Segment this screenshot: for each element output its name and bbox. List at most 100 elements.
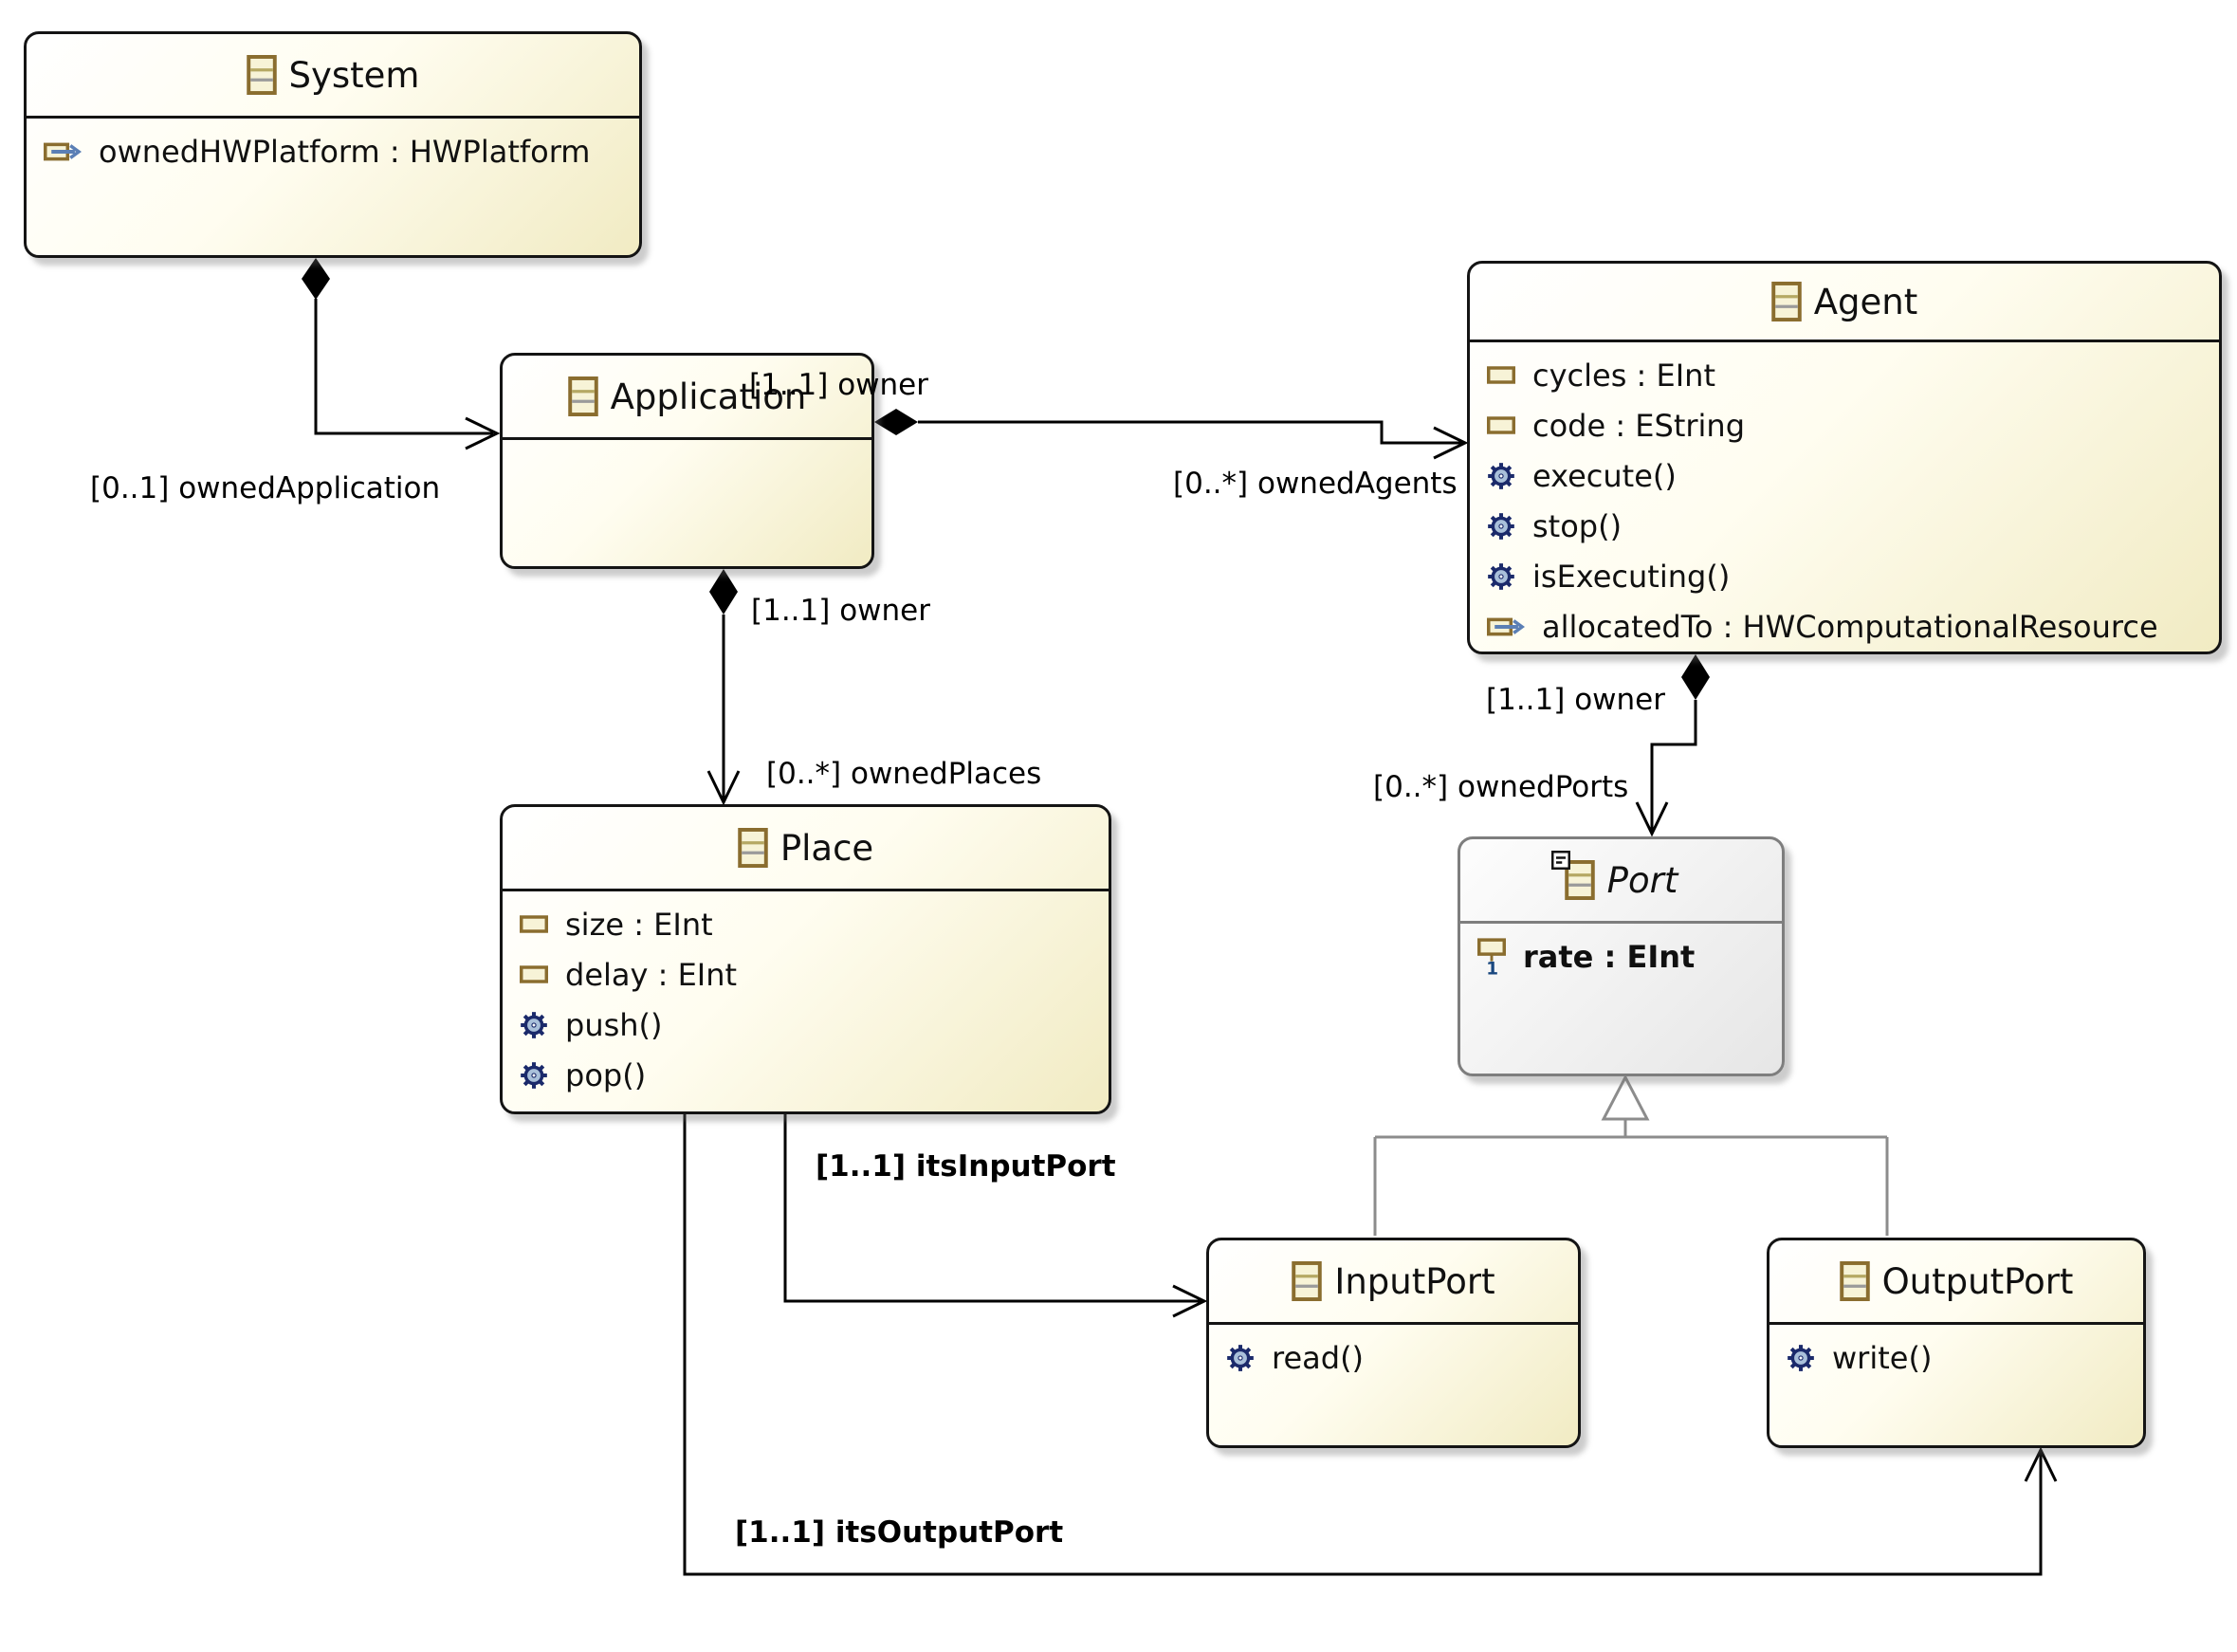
hollow-triangle-arrow [1601,1074,1650,1121]
edge-itsInputPort[interactable] [783,1114,1208,1318]
member-label: rate : EInt [1523,938,1696,975]
member-row[interactable]: delay : EInt [503,949,1109,1000]
edge-label-ownedPlaces[interactable]: [0..*] ownedPlaces [766,757,1042,791]
class-inputport-header: InputPort [1209,1240,1578,1325]
open-arrowhead [1635,801,1669,837]
class-icon [1292,1261,1323,1301]
member-row[interactable]: write() [1769,1332,2143,1383]
member-label: read() [1272,1339,1365,1376]
member-row[interactable]: allocatedTo : HWComputationalResource [1470,601,2219,652]
member-label: allocatedTo : HWComputationalResource [1542,608,2158,645]
member-label: size : EInt [565,906,713,943]
member-label: cycles : EInt [1532,357,1715,394]
member-row[interactable]: size : EInt [503,899,1109,949]
composition-diamond [302,258,330,300]
composition-diamond [709,569,738,615]
edge-ownedPlaces[interactable] [706,569,741,806]
member-label: write() [1832,1339,1933,1376]
class-title: InputPort [1334,1260,1495,1302]
class-title: Port [1606,859,1678,901]
edge-label-ownedPorts[interactable]: [0..*] ownedPorts [1373,770,1629,804]
member-label: delay : EInt [565,956,738,993]
edge-label-ownedApplication[interactable]: [0..1] ownedApplication [90,471,441,505]
class-outputport[interactable]: OutputPort write() [1767,1238,2146,1448]
open-arrowhead [1433,426,1469,460]
class-icon [1839,1261,1870,1301]
svg-text:1: 1 [1486,959,1498,976]
class-title: Place [779,827,874,869]
attribute-icon [1487,366,1515,384]
class-outputport-header: OutputPort [1769,1240,2143,1325]
class-application[interactable]: Application [500,353,874,569]
class-place-header: Place [503,807,1109,891]
class-application-header: Application [503,356,871,440]
abstract-class-icon [1550,851,1595,900]
attribute-icon [1487,416,1515,434]
operation-gear-icon [1226,1344,1255,1372]
edge-label-owner-app-agent[interactable]: [1..1] owner [749,368,928,402]
operation-gear-icon [1487,512,1515,541]
open-arrowhead [465,416,501,450]
class-port-header: Port [1460,839,1782,924]
class-icon [246,55,277,95]
attribute-icon [520,915,548,933]
operation-gear-icon [1487,462,1515,490]
class-title: System [288,54,420,96]
class-system[interactable]: System ownedHWPlatform : HWPlatform [24,31,642,258]
open-arrowhead [2024,1446,2058,1482]
edge-ownedPorts[interactable] [1635,654,1710,837]
operation-gear-icon [1487,562,1515,591]
class-title: Application [610,376,807,417]
member-row[interactable]: cycles : EInt [1470,350,2219,400]
edge-ownedAgents[interactable] [874,409,1469,460]
open-arrowhead [706,770,741,806]
composition-diamond [874,409,918,435]
edge-label-ownedAgents[interactable]: [0..*] ownedAgents [1173,467,1458,501]
member-row[interactable]: code : EString [1470,400,2219,450]
edge-label-itsInputPort[interactable]: [1..1] itsInputPort [816,1149,1116,1184]
composition-diamond [1681,654,1710,700]
member-row[interactable]: read() [1209,1332,1578,1383]
edge-label-itsOutputPort[interactable]: [1..1] itsOutputPort [735,1515,1064,1550]
class-icon [1770,282,1802,321]
member-row[interactable]: pop() [503,1050,1109,1100]
class-icon [738,828,768,868]
edge-generalization[interactable] [1373,1074,1889,1236]
member-label: code : EString [1532,407,1746,444]
edge-label-owner-app-place[interactable]: [1..1] owner [751,594,930,628]
class-icon [567,376,598,416]
member-row[interactable]: 1 rate : EInt [1460,931,1782,982]
member-label: push() [565,1006,663,1043]
edge-ownedApplication[interactable] [302,258,501,450]
abstract-badge-icon [1550,851,1570,870]
member-row[interactable]: stop() [1470,501,2219,551]
class-system-header: System [27,34,639,119]
attribute-icon [520,965,548,983]
operation-gear-icon [1787,1344,1815,1372]
edge-label-owner-agent-port[interactable]: [1..1] owner [1486,683,1665,717]
member-label: pop() [565,1056,647,1093]
class-agent[interactable]: Agent cycles : EInt code : EString execu… [1467,261,2222,654]
member-row[interactable]: ownedHWPlatform : HWPlatform [27,126,639,176]
operation-gear-icon [520,1061,548,1090]
member-row[interactable]: isExecuting() [1470,551,2219,601]
edge-itsOutputPort[interactable] [683,1114,2058,1576]
class-agent-header: Agent [1470,264,2219,342]
reference-arrow-icon [1487,615,1525,638]
member-label: execute() [1532,457,1677,494]
class-place[interactable]: Place size : EInt delay : EInt push() [500,804,1111,1114]
class-title: OutputPort [1881,1260,2074,1302]
member-label: ownedHWPlatform : HWPlatform [99,133,591,170]
reference-arrow-icon [44,140,82,163]
class-inputport[interactable]: InputPort read() [1206,1238,1581,1448]
class-title: Agent [1813,281,1918,322]
open-arrowhead [1172,1284,1208,1318]
operation-gear-icon [520,1011,548,1039]
member-label: isExecuting() [1532,558,1731,595]
member-row[interactable]: execute() [1470,450,2219,501]
attribute-required-icon: 1 [1477,937,1506,976]
class-port[interactable]: Port 1 rate : EInt [1458,836,1785,1076]
member-row[interactable]: push() [503,1000,1109,1050]
